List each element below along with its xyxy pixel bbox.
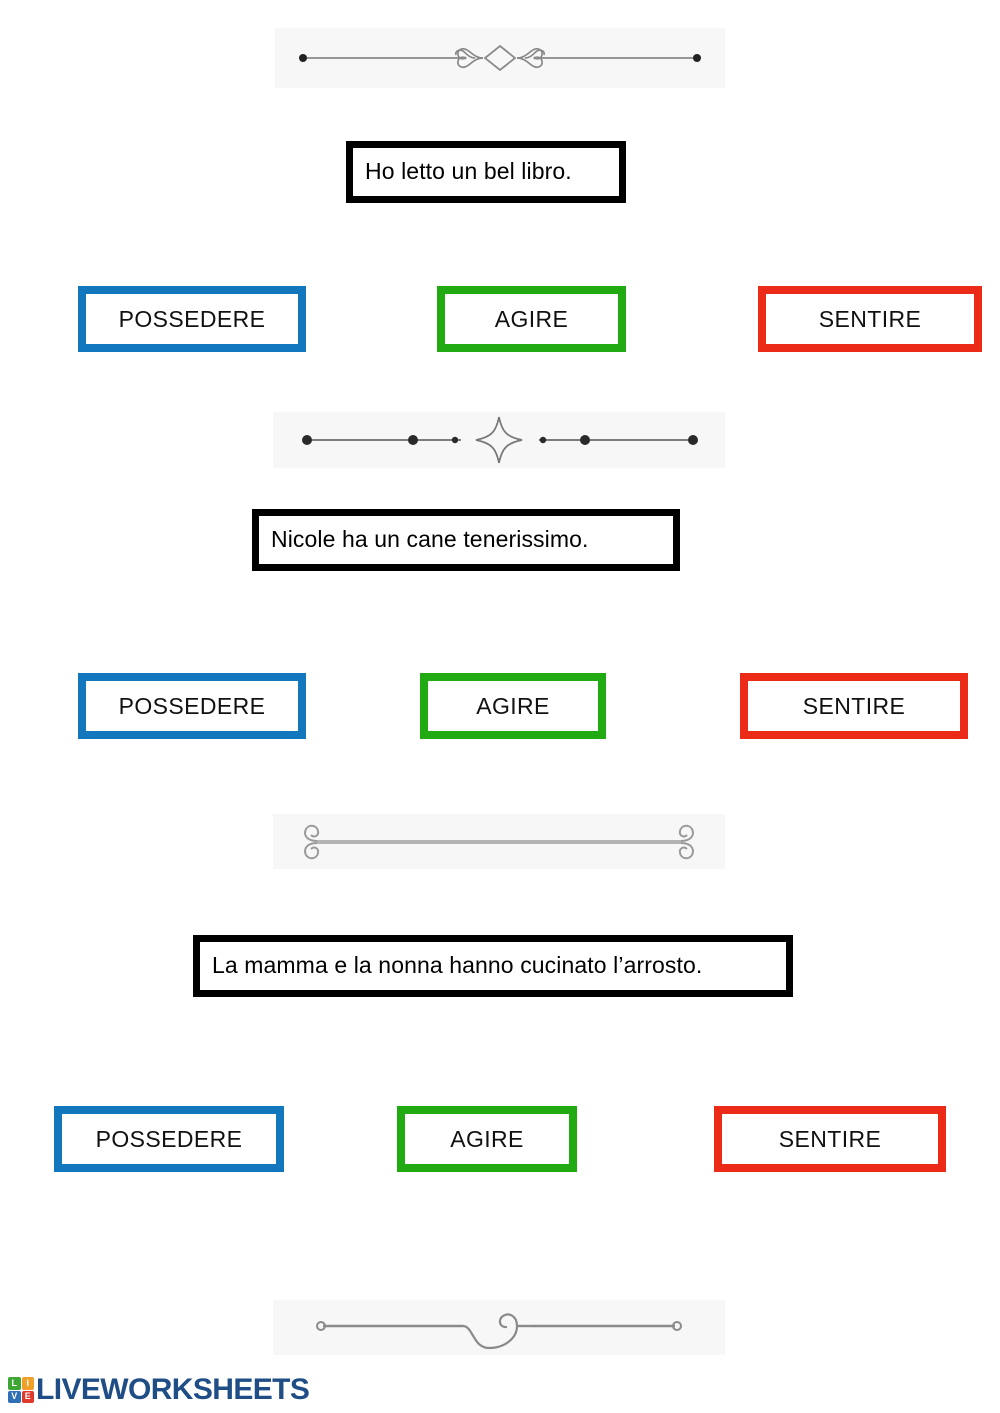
verb-label: SENTIRE xyxy=(778,1125,882,1152)
verb-option-possedere-1[interactable]: POSSEDERE xyxy=(78,286,306,352)
verb-label: AGIRE xyxy=(476,692,550,719)
logo-tile-e: E xyxy=(21,1390,34,1403)
verb-label: SENTIRE xyxy=(802,692,906,719)
verb-label: AGIRE xyxy=(450,1125,524,1152)
verb-option-sentire-3[interactable]: SENTIRE xyxy=(714,1106,946,1172)
divider-scroll-brackets xyxy=(273,814,725,869)
verb-option-possedere-3[interactable]: POSSEDERE xyxy=(54,1106,284,1172)
verb-option-sentire-2[interactable]: SENTIRE xyxy=(740,673,968,739)
verb-label: AGIRE xyxy=(494,305,569,332)
verb-label: POSSEDERE xyxy=(95,1125,243,1152)
verb-option-agire-2[interactable]: AGIRE xyxy=(420,673,606,739)
verb-label: POSSEDERE xyxy=(118,692,266,719)
liveworksheets-logo-mark: L I V E xyxy=(8,1377,34,1403)
sentence-box-3: La mamma e la nonna hanno cucinato l’arr… xyxy=(193,935,793,997)
verb-option-possedere-2[interactable]: POSSEDERE xyxy=(78,673,306,739)
sentence-text: La mamma e la nonna hanno cucinato l’arr… xyxy=(212,952,703,979)
divider-star-dots xyxy=(273,412,725,468)
verb-label: POSSEDERE xyxy=(118,305,266,332)
verb-option-agire-1[interactable]: AGIRE xyxy=(437,286,626,352)
divider-filigree-diamond xyxy=(275,28,725,88)
logo-tile-v: V xyxy=(8,1390,21,1403)
sentence-text: Ho letto un bel libro. xyxy=(365,158,572,185)
liveworksheets-logo[interactable]: L I V E LIVEWORKSHEETS xyxy=(8,1372,310,1408)
sentence-box-2: Nicole ha un cane tenerissimo. xyxy=(252,509,680,571)
liveworksheets-wordmark: LIVEWORKSHEETS xyxy=(36,1373,310,1406)
logo-tile-l: L xyxy=(8,1377,21,1390)
verb-option-agire-3[interactable]: AGIRE xyxy=(397,1106,577,1172)
verb-label: SENTIRE xyxy=(818,305,922,332)
verb-option-sentire-1[interactable]: SENTIRE xyxy=(758,286,982,352)
logo-tile-i: I xyxy=(21,1377,34,1390)
sentence-box-1: Ho letto un bel libro. xyxy=(346,141,626,203)
divider-spiral-wave xyxy=(273,1300,725,1355)
sentence-text: Nicole ha un cane tenerissimo. xyxy=(271,526,589,553)
